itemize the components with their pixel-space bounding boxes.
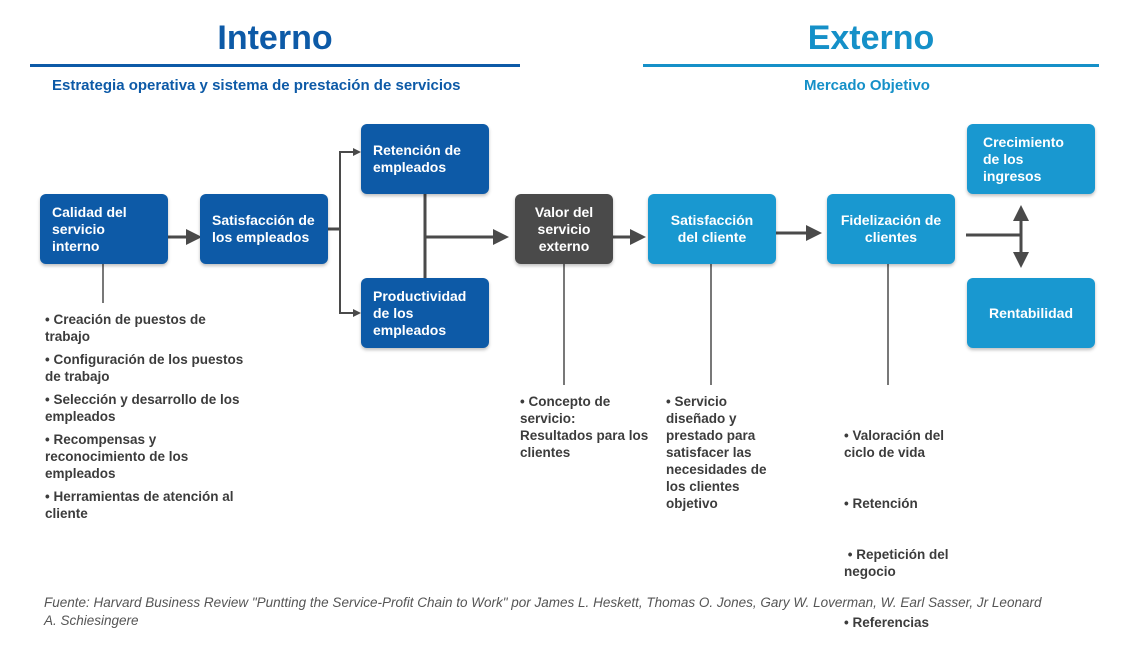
- box-revenue-growth-label: Crecimiento de los ingresos: [983, 133, 1064, 184]
- list-item: • Servicio diseñado y prestado para sati…: [666, 394, 767, 511]
- box-employee-satisfaction: Satisfacción de los empleados: [200, 194, 328, 264]
- arrow-to-productivity: [339, 229, 361, 317]
- box-external-value-label: Valor del servicio externo: [534, 203, 594, 254]
- external-rule: [643, 64, 1099, 67]
- internal-subheading: Estrategia operativa y sistema de presta…: [52, 77, 461, 94]
- box-employee-retention-label: Retención de empleados: [373, 142, 461, 175]
- list-item: • Herramientas de atención al cliente: [45, 489, 234, 521]
- list-customer-loyalty: • Valoración del ciclo de vida • Retenci…: [844, 393, 974, 648]
- box-customer-satisfaction-label: Satisfacción del cliente: [670, 212, 754, 245]
- box-profitability-label: Rentabilidad: [988, 304, 1073, 321]
- box-employee-retention: Retención de empleados: [361, 124, 489, 194]
- box-customer-loyalty-label: Fidelización de clientes: [840, 212, 942, 245]
- box-profitability: Rentabilidad: [967, 278, 1095, 348]
- box-employee-productivity: Productividad de los empleados: [361, 278, 489, 348]
- box-customer-loyalty: Fidelización de clientes: [827, 194, 955, 264]
- list-internal-quality: • Creación de puestos de trabajo • Confi…: [45, 311, 245, 522]
- list-item: • Repetición del negocio: [844, 547, 953, 579]
- box-employee-productivity-label: Productividad de los empleados: [373, 287, 467, 338]
- box-customer-satisfaction: Satisfacción del cliente: [648, 194, 776, 264]
- arrow-to-retention: [328, 148, 361, 230]
- list-item: • Retención: [844, 496, 918, 511]
- list-customer-satisfaction: • Servicio diseñado y prestado para sati…: [666, 393, 788, 512]
- list-item: • Valoración del ciclo de vida: [844, 428, 948, 460]
- list-item: • Recompensas y reconocimiento de los em…: [45, 432, 189, 481]
- box-external-value: Valor del servicio externo: [515, 194, 613, 264]
- list-item: • Configuración de los puestos de trabaj…: [45, 352, 244, 384]
- source-footnote: Fuente: Harvard Business Review "Punttin…: [44, 595, 1042, 628]
- list-external-value: • Concepto de servicio: Resultados para …: [520, 393, 650, 461]
- box-internal-quality: Calidad del servicio interno: [40, 194, 168, 264]
- list-item: • Concepto de servicio: Resultados para …: [520, 394, 649, 460]
- box-employee-satisfaction-label: Satisfacción de los empleados: [212, 212, 315, 245]
- list-item: • Selección y desarrollo de los empleado…: [45, 392, 240, 424]
- list-item: • Creación de puestos de trabajo: [45, 312, 206, 344]
- external-heading: Externo: [807, 19, 935, 57]
- internal-rule: [30, 64, 520, 67]
- list-item: • Referencias: [844, 615, 930, 630]
- internal-heading: Interno: [217, 19, 333, 57]
- box-internal-quality-label: Calidad del servicio interno: [52, 203, 127, 254]
- box-revenue-growth: Crecimiento de los ingresos: [967, 124, 1095, 194]
- external-subheading: Mercado Objetivo: [804, 77, 930, 94]
